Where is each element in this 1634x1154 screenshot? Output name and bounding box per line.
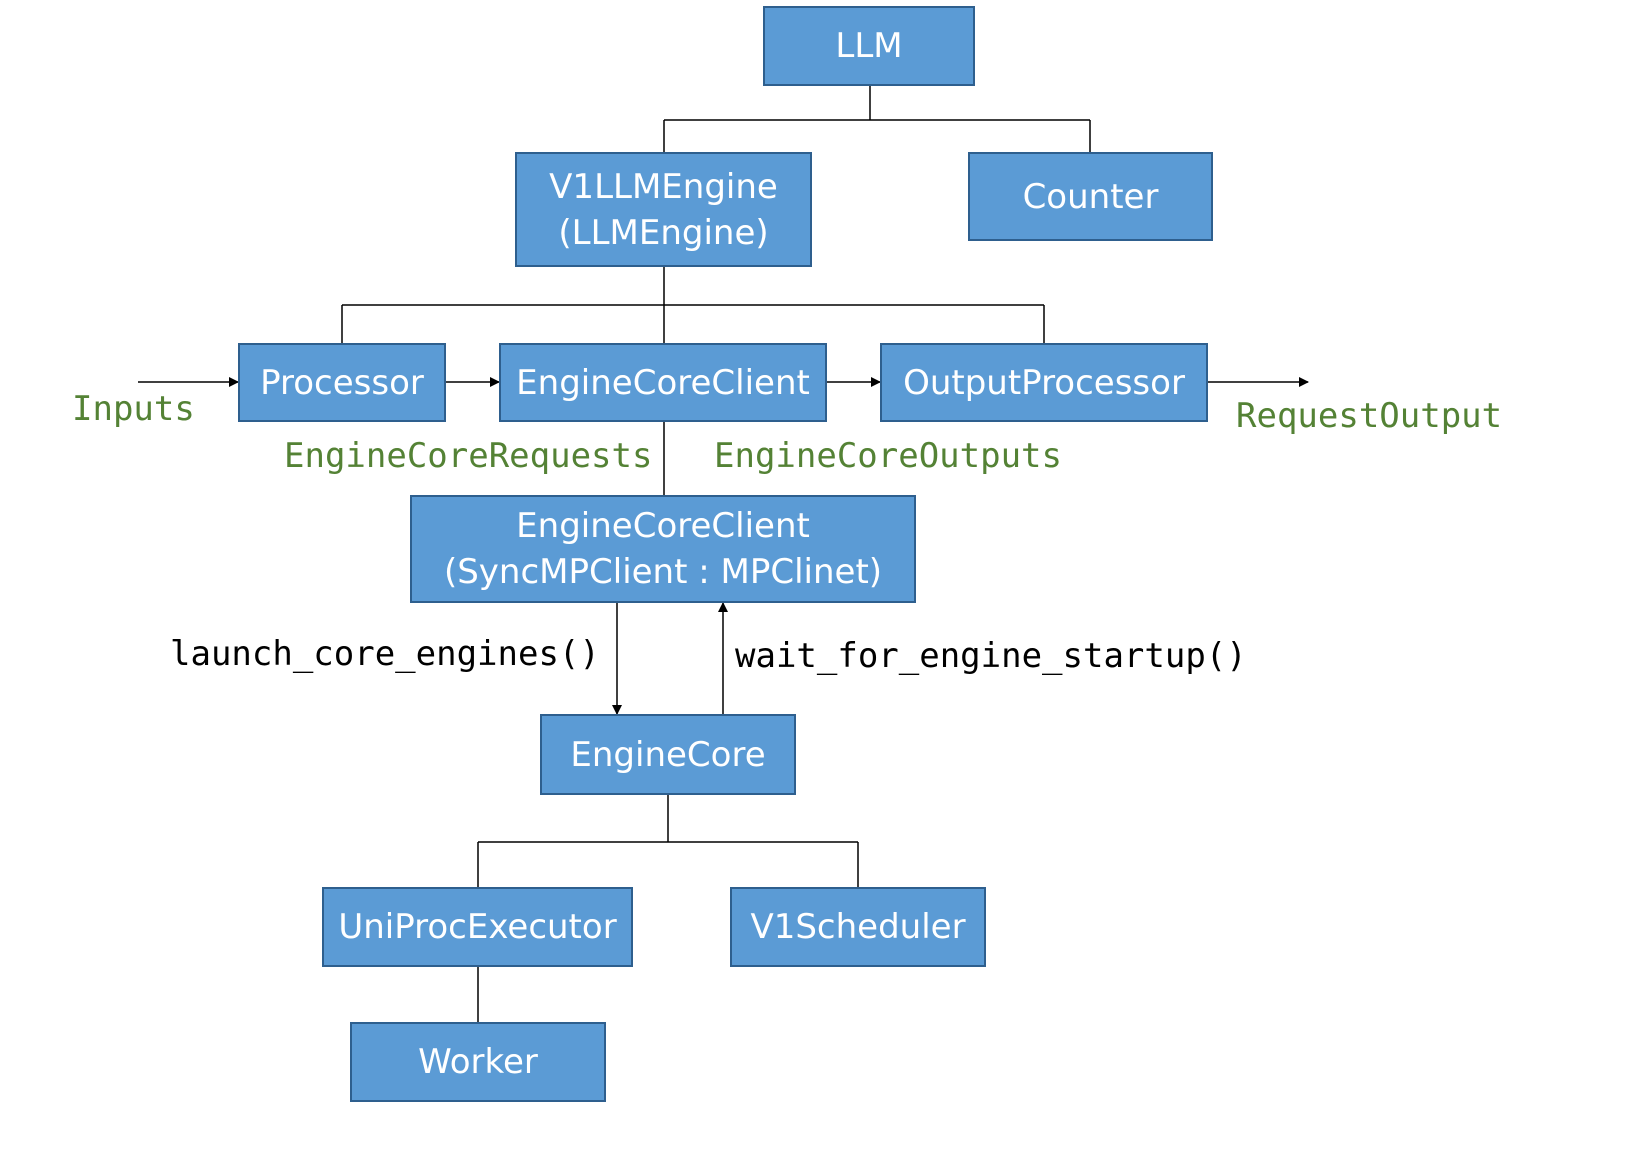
counter-node: Counter [968,152,1213,241]
outputprocessor-node: OutputProcessor [880,343,1208,422]
tree-connector-engine [341,267,1045,343]
outputprocessor-label: OutputProcessor [903,362,1185,403]
v1scheduler-node: V1Scheduler [730,887,986,967]
worker-label: Worker [418,1042,538,1082]
v1scheduler-label: V1Scheduler [750,907,966,947]
llm-label: LLM [835,26,903,66]
processor-node: Processor [238,343,446,422]
enginecoreclient-node: EngineCoreClient [499,343,827,422]
v1llmengine-node: V1LLMEngine (LLMEngine) [515,152,812,267]
launch-core-engines-label: launch_core_engines() [170,634,600,674]
worker-node: Worker [350,1022,606,1102]
uniprocexecutor-node: UniProcExecutor [322,887,633,967]
wait-for-engine-startup-label: wait_for_engine_startup() [735,636,1247,676]
v1llmengine-sublabel: (LLMEngine) [558,212,769,253]
request-output-label: RequestOutput [1236,396,1503,436]
uniprocexecutor-label: UniProcExecutor [338,907,617,947]
enginecoreclient-mp-label: EngineCoreClient [516,506,810,546]
enginecoreclient-mp-sublabel: (SyncMPClient : MPClinet) [443,552,883,592]
enginecore-node: EngineCore [540,714,796,795]
enginecoreclient-label: EngineCoreClient [516,362,810,403]
engine-core-requests-label: EngineCoreRequests [284,436,653,476]
v1llmengine-label: V1LLMEngine [549,166,778,207]
processor-label: Processor [260,362,424,403]
inputs-label: Inputs [72,389,195,429]
counter-label: Counter [1022,176,1159,217]
enginecore-label: EngineCore [570,734,766,775]
tree-connector-enginecore [477,795,859,887]
tree-connector-llm [663,86,1091,152]
enginecoreclient-mp-node: EngineCoreClient (SyncMPClient : MPCline… [410,495,916,603]
llm-node: LLM [763,6,975,86]
engine-core-outputs-label: EngineCoreOutputs [714,436,1062,476]
